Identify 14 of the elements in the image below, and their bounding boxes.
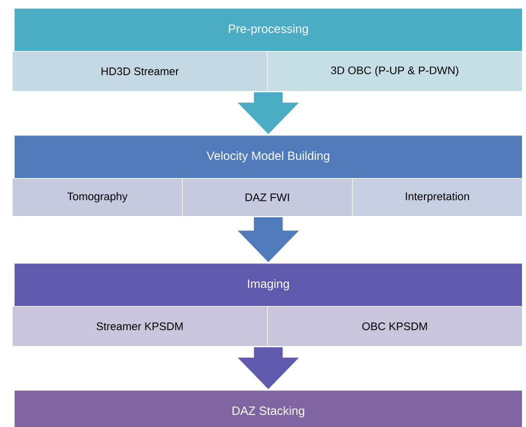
sub-step-box: OBC KPSDM	[267, 306, 523, 347]
sub-step-box: HD3D Streamer	[12, 51, 268, 92]
sub-step-box: Interpretation	[352, 178, 523, 217]
sub-step-box: Streamer KPSDM	[12, 306, 268, 347]
block-arrow	[234, 216, 302, 264]
header-band: Velocity Model Building	[14, 135, 523, 179]
header-band: Pre-processing	[14, 8, 523, 52]
header-band: DAZ Stacking	[14, 390, 523, 427]
sub-step-box: 3D OBC (P-UP & P-DWN)	[267, 51, 523, 92]
block-arrow	[234, 346, 302, 391]
sub-step-box: Tomography	[12, 178, 183, 217]
header-band: Imaging	[14, 263, 523, 307]
sub-step-box: DAZ FWI	[182, 178, 353, 217]
block-arrow	[234, 91, 302, 136]
